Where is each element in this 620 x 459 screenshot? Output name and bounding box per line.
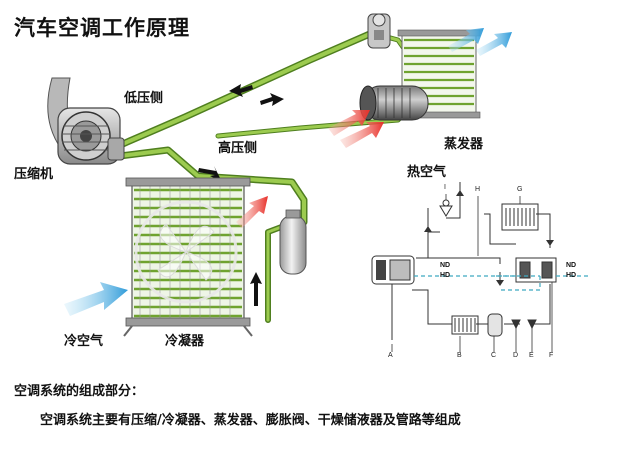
flow-arrows	[198, 84, 284, 306]
schematic-valve-e	[527, 319, 537, 330]
cold-air-arrow	[64, 282, 128, 316]
label-condenser: 冷凝器	[165, 334, 205, 349]
schematic-letter-e: E	[529, 352, 534, 359]
schematic-letter-i: I	[444, 184, 446, 191]
receiver-drier	[279, 209, 307, 275]
label-hot-air: 热空气	[407, 165, 447, 180]
schematic-letter-f: F	[549, 352, 554, 359]
schematic-letter-c: C	[491, 352, 497, 359]
schematic-blower	[515, 257, 557, 283]
hot-air-arrow-2	[340, 122, 384, 148]
schematic-receiver	[487, 313, 503, 337]
label-low-pressure: 低压侧	[124, 91, 164, 106]
label-high-pressure: 高压侧	[218, 141, 258, 156]
compressor	[47, 77, 125, 165]
air-arrows	[64, 28, 512, 316]
flow-arrow-high-1	[260, 93, 284, 106]
schematic-letter-b: B	[457, 352, 462, 359]
label-cold-air: 冷空气	[64, 334, 104, 349]
condenser-coils	[134, 188, 242, 318]
flow-arrow-drier	[250, 272, 262, 306]
warm-outflow-arrow-1	[448, 28, 484, 52]
components-heading: 空调系统的组成部分：	[14, 384, 145, 399]
hot-air-arrow-1	[328, 110, 370, 136]
schematic-expansion-i	[439, 205, 453, 217]
schematic-letter-h: H	[475, 186, 481, 193]
expansion-valve	[367, 13, 391, 49]
condenser-fan	[134, 200, 238, 304]
flow-arrow-low-1	[229, 84, 253, 97]
warm-outflow-arrow-2	[476, 32, 512, 56]
schematic-evaporator	[501, 203, 539, 231]
schematic-nd-left: ND	[440, 262, 451, 269]
schematic-letter-g: G	[517, 186, 523, 193]
components-description: 空调系统主要有压缩/冷凝器、蒸发器、膨胀阀、干燥储液器及管路等组成	[40, 413, 461, 428]
label-evaporator: 蒸发器	[444, 137, 484, 152]
schematic-hd-right: HD	[566, 272, 577, 279]
schematic-valve-d	[511, 319, 521, 330]
label-compressor: 压缩机	[14, 167, 54, 182]
schematic-condenser	[451, 315, 479, 335]
schematic-hd-left: HD	[440, 272, 451, 279]
hot-air-arrow-3	[236, 196, 268, 228]
schematic	[371, 182, 590, 352]
schematic-letter-a: A	[388, 352, 393, 359]
page-title: 汽车空调工作原理	[14, 16, 190, 40]
schematic-nd-right: ND	[566, 262, 577, 269]
condenser	[123, 177, 253, 337]
schematic-main-loop	[416, 208, 440, 259]
blower	[359, 85, 429, 121]
schematic-letter-d: D	[513, 352, 519, 359]
